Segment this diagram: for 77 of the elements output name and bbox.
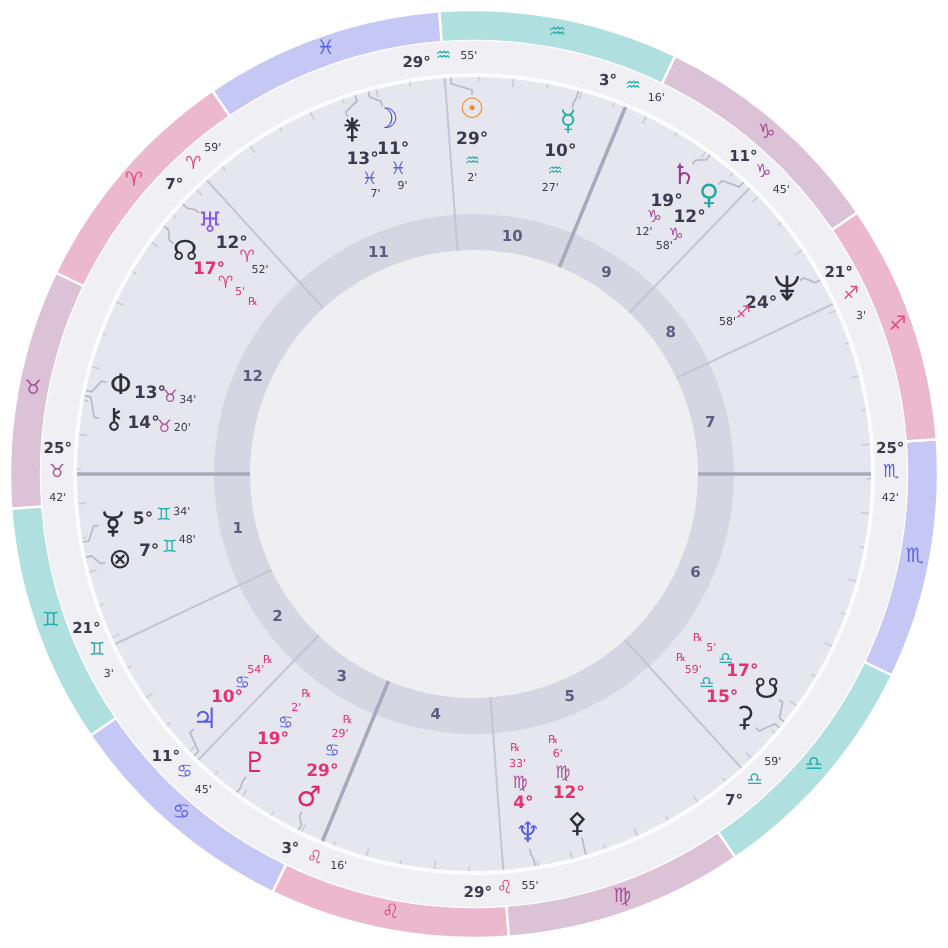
planet-glyph: ♅ bbox=[197, 209, 223, 238]
planet-degree: 12° bbox=[673, 210, 706, 228]
planet-sign-glyph: ♎ bbox=[698, 674, 715, 692]
zodiac-sign-glyph: ♊ bbox=[41, 612, 60, 633]
zodiac-sign-glyph: ♈ bbox=[125, 171, 143, 192]
planet-glyph: ☿ bbox=[559, 108, 577, 137]
planet-sign-glyph: ♍ bbox=[512, 775, 528, 793]
cusp-sign-glyph: ♑ bbox=[755, 164, 772, 183]
planet-degree: 10° bbox=[544, 142, 577, 160]
planet-sign-glyph: ♓ bbox=[361, 170, 378, 188]
cusp-sign-glyph: ♌ bbox=[496, 880, 513, 899]
zodiac-sign-glyph: ♎ bbox=[805, 756, 823, 777]
cusp-sign-glyph: ♒ bbox=[435, 49, 452, 68]
planet-degree: 11° bbox=[377, 141, 410, 159]
planet-sign-glyph: ♈ bbox=[239, 250, 255, 268]
planet-glyph: ♆ bbox=[515, 820, 541, 848]
planet-glyph: ⚵ bbox=[342, 116, 363, 145]
cusp-sign-glyph: ♎ bbox=[746, 773, 763, 792]
zodiac-sign-glyph: ♋ bbox=[172, 804, 191, 824]
planet-glyph: Φ bbox=[109, 372, 132, 400]
planet-glyph: ☊ bbox=[172, 238, 198, 267]
planet-degree: 15° bbox=[706, 688, 739, 706]
planet-degree: 4° bbox=[513, 795, 534, 813]
planet-degree: 5° bbox=[132, 510, 154, 528]
planet-glyph: ☽ bbox=[373, 106, 399, 135]
planet-glyph: ♄ bbox=[671, 162, 697, 191]
planet-degree: 13° bbox=[346, 150, 379, 168]
planet-sign-glyph: ♉ bbox=[162, 389, 178, 407]
planet-glyph: ⚴ bbox=[567, 809, 588, 837]
cusp-sign-glyph: ♉ bbox=[48, 465, 66, 483]
planet-degree: 19° bbox=[256, 732, 290, 750]
planet-degree: 29° bbox=[456, 131, 489, 149]
cusp-sign-glyph: ♊ bbox=[89, 643, 106, 662]
zodiac-sign-glyph: ♍ bbox=[613, 887, 632, 908]
planet-glyph: ☉ bbox=[459, 96, 485, 124]
zodiac-sign-glyph: ♓ bbox=[316, 40, 335, 61]
cusp-sign-glyph: ♏ bbox=[882, 465, 900, 483]
planet-degree: 29° bbox=[306, 763, 339, 781]
planet-glyph: ⚷ bbox=[103, 406, 125, 435]
cusp-sign-glyph: ♋ bbox=[176, 765, 193, 784]
planet-degree: 14° bbox=[127, 416, 160, 434]
planet-sign-glyph: ♓ bbox=[390, 161, 406, 179]
planet-sign-glyph: ♑ bbox=[646, 209, 662, 227]
planet-degree: 7° bbox=[139, 543, 160, 561]
planet-sign-glyph: ♑ bbox=[668, 226, 684, 244]
planet-sign-glyph: ♈ bbox=[217, 274, 234, 292]
cusp-sign-glyph: ♒ bbox=[625, 79, 642, 98]
planet-degree: 10° bbox=[210, 690, 244, 708]
zodiac-sign-glyph: ♌ bbox=[381, 904, 400, 925]
planet-sign-glyph: ♋ bbox=[324, 744, 340, 762]
planet-glyph: ⊗ bbox=[108, 545, 132, 573]
cusp-sign-glyph: ♌ bbox=[306, 850, 323, 869]
zodiac-sign-glyph: ♐ bbox=[888, 315, 907, 336]
planet-sign-glyph: ♐ bbox=[735, 305, 751, 323]
planet-glyph: ☋ bbox=[754, 676, 780, 705]
planet-sign-glyph: ♋ bbox=[277, 715, 294, 733]
cusp-sign-glyph: ♐ bbox=[842, 286, 859, 305]
planet-sign-glyph: ♊ bbox=[156, 507, 172, 525]
planet-sign-glyph: ♒ bbox=[464, 152, 480, 170]
planet-glyph: ⚳ bbox=[734, 703, 755, 732]
planet-sign-glyph: ♉ bbox=[156, 419, 172, 437]
planet-sign-glyph: ♒ bbox=[547, 163, 563, 181]
planet-sign-glyph: ♍ bbox=[555, 765, 571, 783]
planet-glyph: ♂ bbox=[296, 784, 322, 813]
planet-degree: 13° bbox=[133, 384, 167, 402]
zodiac-sign-glyph: ♏ bbox=[905, 547, 924, 568]
planet-glyph: ♃ bbox=[192, 705, 218, 733]
planet-sign-glyph: ♊ bbox=[161, 538, 178, 556]
zodiac-sign-glyph: ♉ bbox=[24, 380, 43, 401]
cusp-sign-glyph: ♈ bbox=[185, 156, 202, 175]
planet-degree: 19° bbox=[650, 192, 683, 210]
zodiac-sign-glyph: ♒ bbox=[548, 23, 567, 44]
zodiac-sign-glyph: ♑ bbox=[757, 124, 776, 144]
planet-glyph: ♀ bbox=[698, 182, 720, 210]
planet-glyph: ♇ bbox=[242, 750, 268, 779]
planet-degree: 12° bbox=[552, 785, 585, 803]
planet-degree: 17° bbox=[726, 664, 759, 682]
